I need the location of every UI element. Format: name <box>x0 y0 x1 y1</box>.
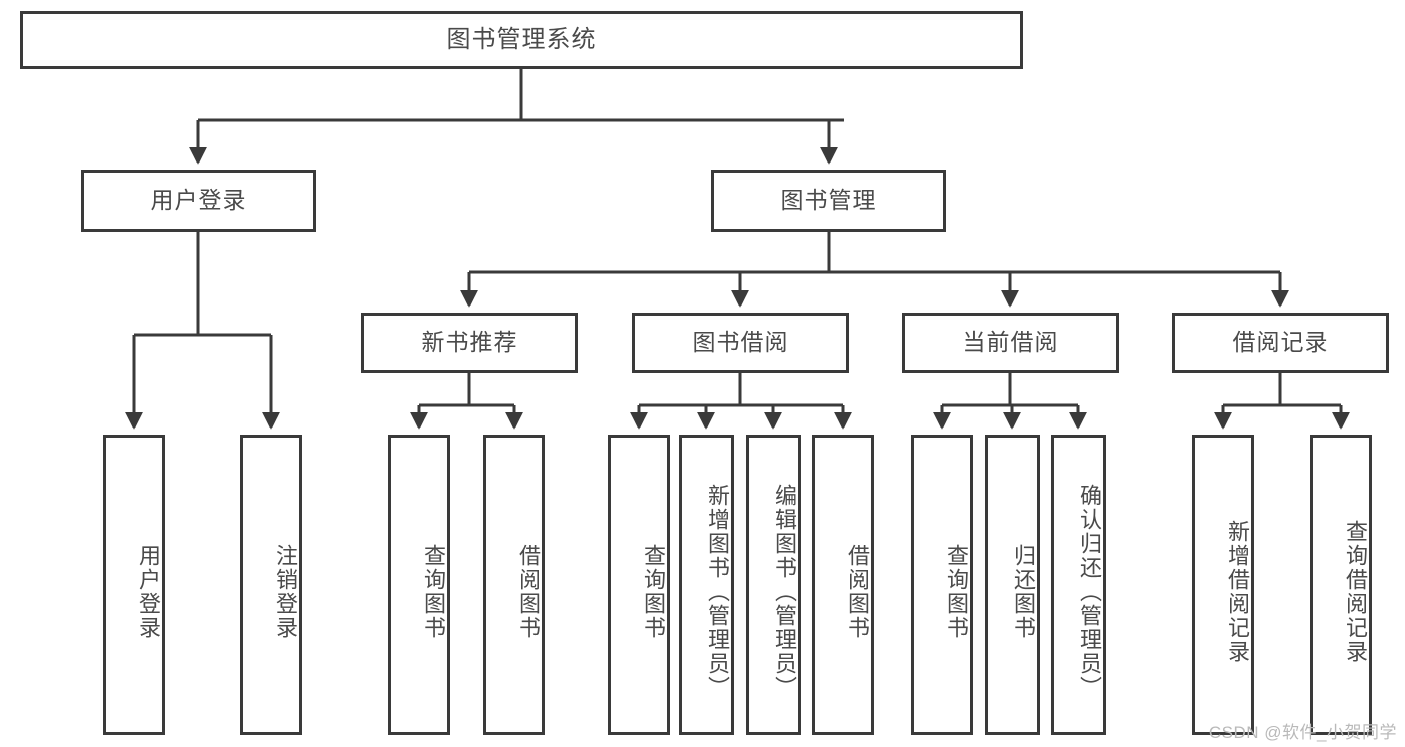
node-leaf-logout[interactable]: 注销登录 <box>240 435 302 735</box>
node-leaf-query-book-3[interactable]: 查询图书 <box>911 435 973 735</box>
node-leaf-query-book-2-label: 查询图书 <box>641 544 666 640</box>
node-leaf-add-record[interactable]: 新增借阅记录 <box>1192 435 1254 735</box>
node-borrow-record-label: 借阅记录 <box>1232 329 1329 356</box>
node-leaf-borrow-book-2[interactable]: 借阅图书 <box>812 435 874 735</box>
node-leaf-query-book-3-label: 查询图书 <box>944 544 969 640</box>
node-new-book-recommend-label: 新书推荐 <box>421 329 518 356</box>
node-book-manage[interactable]: 图书管理 <box>711 170 946 232</box>
node-current-borrow[interactable]: 当前借阅 <box>902 313 1119 373</box>
node-leaf-borrow-book-1-label: 借阅图书 <box>516 544 541 640</box>
node-leaf-confirm-return[interactable]: 确认归还（管理员） <box>1051 435 1106 735</box>
node-leaf-query-book-1[interactable]: 查询图书 <box>388 435 450 735</box>
node-current-borrow-label: 当前借阅 <box>962 329 1059 356</box>
node-leaf-query-record[interactable]: 查询借阅记录 <box>1310 435 1372 735</box>
node-new-book-recommend[interactable]: 新书推荐 <box>361 313 578 373</box>
node-book-manage-label: 图书管理 <box>780 187 877 214</box>
node-leaf-borrow-book-1[interactable]: 借阅图书 <box>483 435 545 735</box>
node-leaf-logout-label: 注销登录 <box>273 544 298 640</box>
node-leaf-query-book-2[interactable]: 查询图书 <box>608 435 670 735</box>
node-leaf-query-book-1-label: 查询图书 <box>421 544 446 640</box>
node-leaf-add-book[interactable]: 新增图书（管理员） <box>679 435 734 735</box>
node-leaf-return-book-label: 归还图书 <box>1011 544 1036 640</box>
node-user-login-label: 用户登录 <box>150 187 247 214</box>
node-leaf-edit-book-label: 编辑图书（管理员） <box>772 484 797 700</box>
node-leaf-user-login-label: 用户登录 <box>136 544 161 640</box>
node-leaf-return-book[interactable]: 归还图书 <box>985 435 1040 735</box>
node-user-login[interactable]: 用户登录 <box>81 170 316 232</box>
node-book-borrow-label: 图书借阅 <box>692 329 789 356</box>
node-root[interactable]: 图书管理系统 <box>20 11 1023 69</box>
watermark: CSDN @软件_小贺同学 <box>1208 723 1397 742</box>
node-leaf-add-record-label: 新增借阅记录 <box>1225 520 1250 664</box>
node-leaf-add-book-label: 新增图书（管理员） <box>705 484 730 700</box>
node-leaf-borrow-book-2-label: 借阅图书 <box>845 544 870 640</box>
node-root-label: 图书管理系统 <box>446 25 597 53</box>
node-leaf-query-record-label: 查询借阅记录 <box>1343 520 1368 664</box>
node-borrow-record[interactable]: 借阅记录 <box>1172 313 1389 373</box>
node-book-borrow[interactable]: 图书借阅 <box>632 313 849 373</box>
node-leaf-confirm-return-label: 确认归还（管理员） <box>1077 484 1102 700</box>
node-leaf-edit-book[interactable]: 编辑图书（管理员） <box>746 435 801 735</box>
node-leaf-user-login[interactable]: 用户登录 <box>103 435 165 735</box>
